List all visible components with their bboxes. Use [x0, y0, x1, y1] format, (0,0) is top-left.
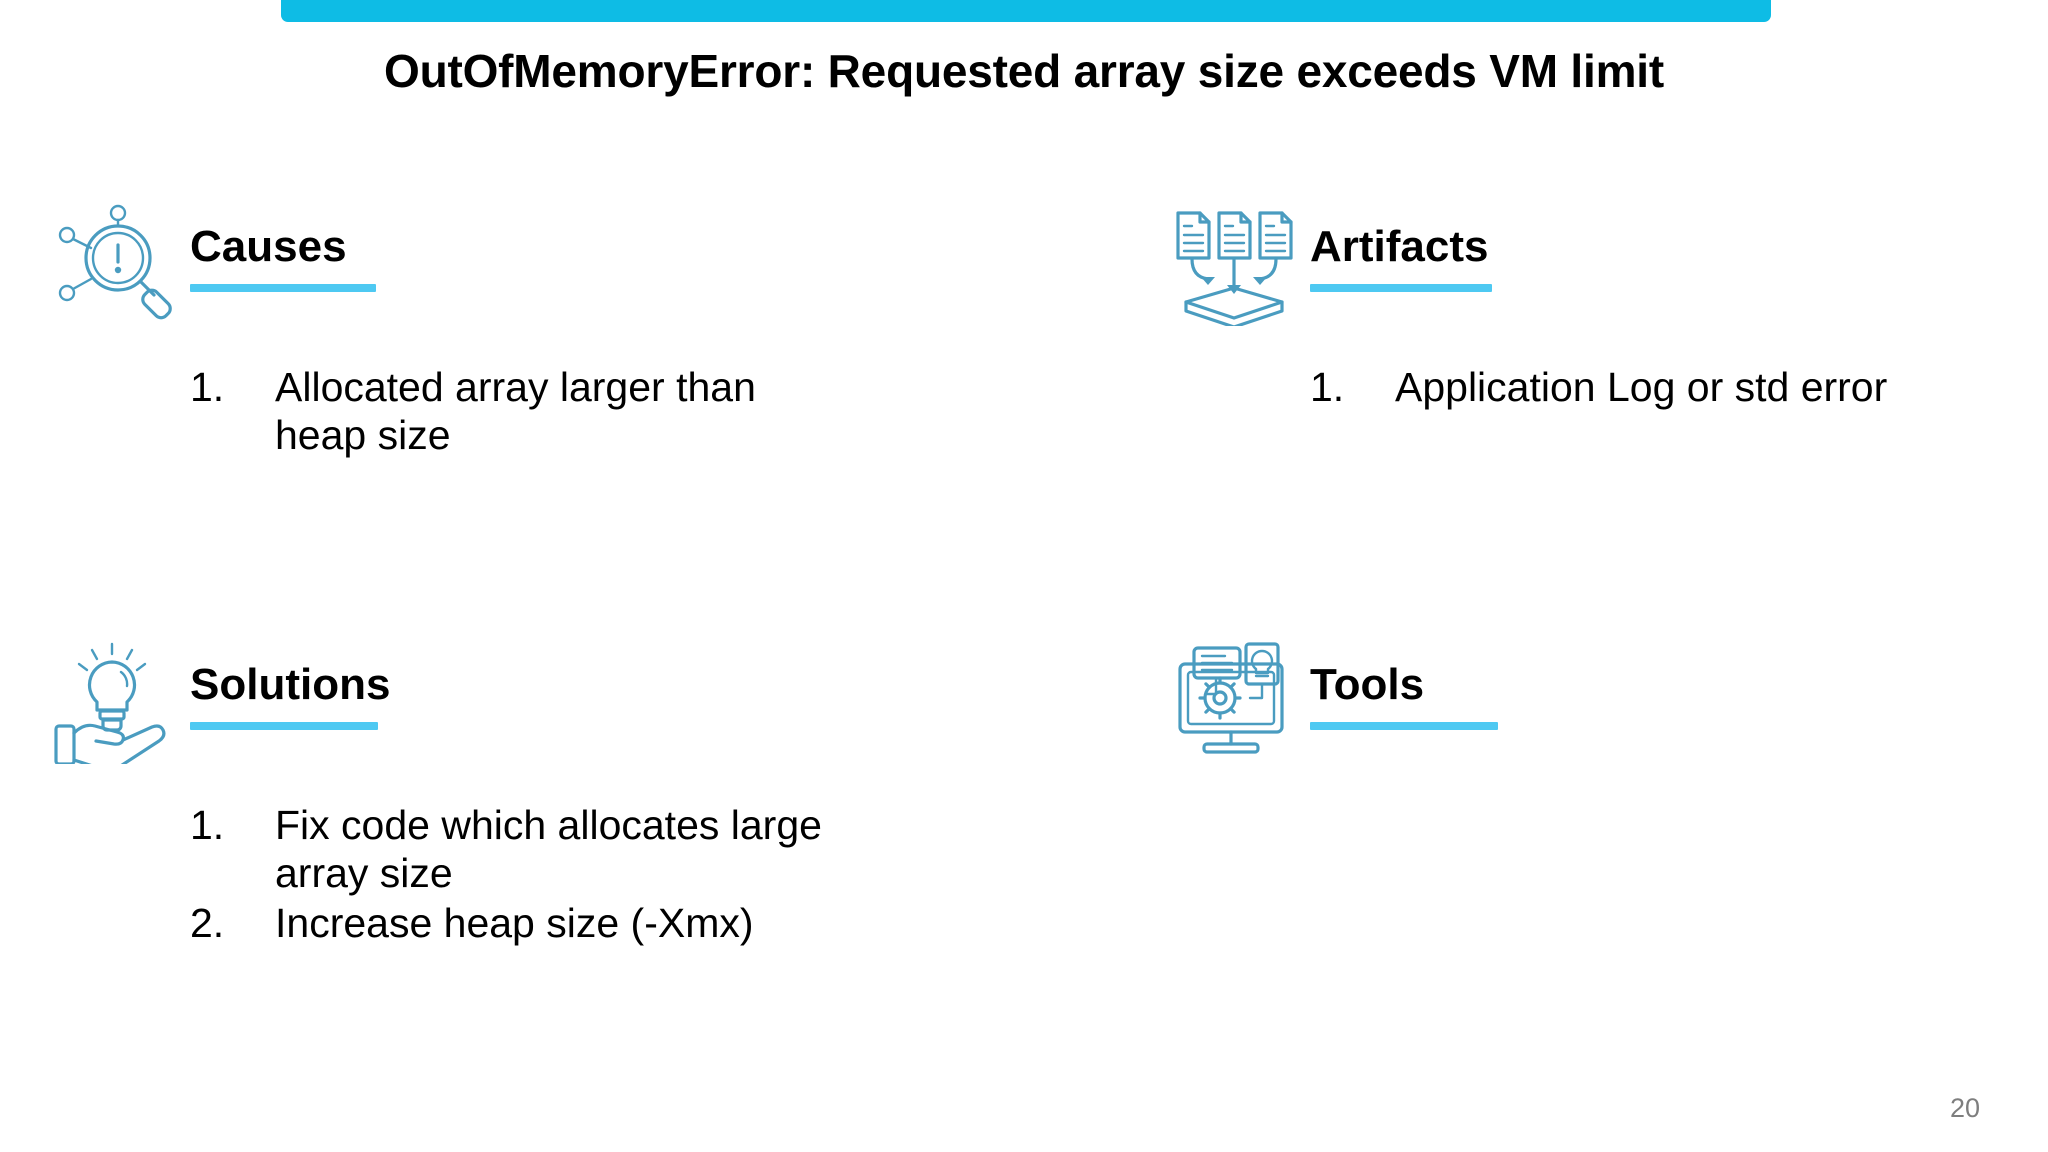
- list-item: 1. Allocated array larger than heap size: [190, 364, 830, 460]
- list-item-number: 1.: [190, 364, 225, 410]
- section-tools-underline: [1310, 722, 1498, 731]
- list-item: 1. Fix code which allocates large array …: [190, 802, 850, 898]
- section-causes-underline: [190, 284, 376, 293]
- list-item-text: Allocated array larger than heap size: [275, 364, 756, 458]
- section-tools: Tools: [1160, 634, 2040, 802]
- section-causes-title: Causes: [190, 222, 347, 271]
- section-tools-title-wrap: Tools: [1310, 660, 1498, 731]
- lightbulb-in-hand-icon: [50, 634, 180, 764]
- page-title: OutOfMemoryError: Requested array size e…: [384, 45, 1664, 97]
- section-solutions: Solutions 1. Fix code which allocates la…: [40, 634, 980, 950]
- list-item-number: 2.: [190, 899, 225, 946]
- list-item-text: Fix code which allocates large array siz…: [275, 802, 822, 896]
- section-causes-title-wrap: Causes: [190, 222, 376, 293]
- section-artifacts-list: 1. Application Log or std error: [1310, 364, 2048, 412]
- section-artifacts-header: Artifacts: [1160, 196, 2040, 346]
- list-item-number: 1.: [190, 802, 225, 848]
- section-artifacts-underline: [1310, 284, 1492, 293]
- section-solutions-title-wrap: Solutions: [190, 660, 391, 731]
- list-item-text: Increase heap size (-Xmx): [275, 899, 754, 946]
- list-item-text: Application Log or std error: [1395, 364, 1888, 410]
- monitor-gear-idea-icon: [1170, 634, 1300, 764]
- documents-into-tray-icon: [1170, 196, 1300, 326]
- section-solutions-list: 1. Fix code which allocates large array …: [190, 802, 850, 948]
- list-item: 1. Application Log or std error: [1310, 364, 2048, 412]
- section-causes-header: Causes: [40, 196, 980, 346]
- section-artifacts: Artifacts 1. Application Log or std erro…: [1160, 196, 2040, 414]
- section-artifacts-title-wrap: Artifacts: [1310, 222, 1492, 293]
- section-artifacts-title: Artifacts: [1310, 222, 1489, 271]
- top-accent-bar: [281, 0, 1771, 22]
- section-tools-header: Tools: [1160, 634, 2040, 784]
- section-solutions-underline: [190, 722, 378, 731]
- section-causes-list: 1. Allocated array larger than heap size: [190, 364, 830, 460]
- section-tools-title: Tools: [1310, 660, 1425, 709]
- section-solutions-header: Solutions: [40, 634, 980, 784]
- section-solutions-title: Solutions: [190, 660, 391, 709]
- page-number: 20: [1949, 1093, 1980, 1123]
- section-causes: Causes 1. Allocated array larger than he…: [40, 196, 980, 462]
- magnifier-exclamation-root-cause-icon: [50, 196, 180, 326]
- list-item-number: 1.: [1310, 364, 1345, 410]
- list-item: 2. Increase heap size (-Xmx): [190, 900, 850, 948]
